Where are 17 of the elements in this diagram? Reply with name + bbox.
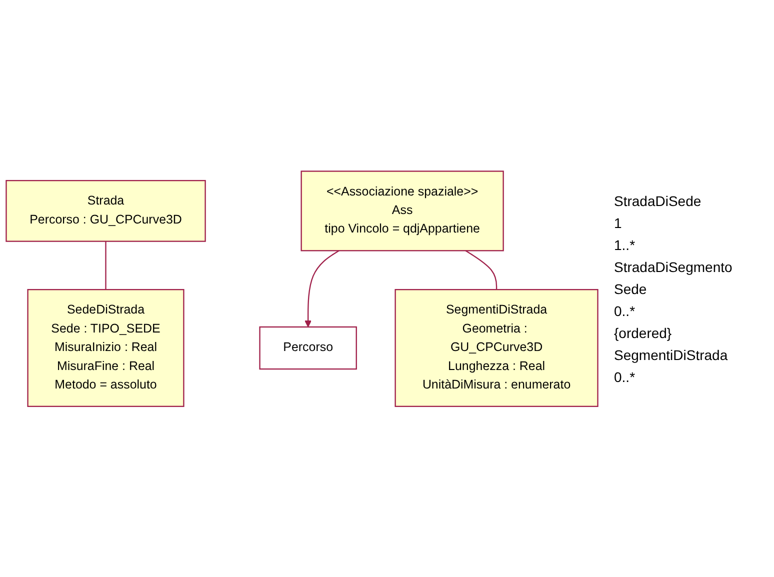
- association-label: StradaDiSegmento: [614, 258, 734, 274]
- node-box: <<Associazione spaziale>> Ass tipo Vincolo = qdjAppartiene: [300, 170, 504, 251]
- node-box: SegmentiDiStrada Geometria : GU_CPCurve3D Lunghezza : Real UnitàDiMisura : enumerato: [394, 288, 598, 407]
- association-label: 1: [614, 214, 623, 230]
- node-box: Percorso: [259, 326, 357, 370]
- association-label: 0..*: [614, 302, 636, 318]
- connector: [465, 250, 498, 290]
- association-label: 1..*: [614, 236, 636, 252]
- connector: [105, 241, 106, 290]
- association-label: {ordered}: [614, 324, 673, 340]
- arrow: [304, 250, 340, 327]
- node-box: Strada Percorso : GU_CPCurve3D: [6, 180, 206, 242]
- node-box: SedeDiStrada Sede : TIPO_SEDE MisuraInizio : Real MisuraFine : Real Metodo = assoluto: [27, 288, 184, 407]
- association-label: SegmentiDiStrada: [614, 346, 729, 362]
- association-label: 0..*: [614, 368, 636, 384]
- association-label: Sede: [614, 280, 648, 296]
- association-label: StradaDiSede: [614, 192, 702, 208]
